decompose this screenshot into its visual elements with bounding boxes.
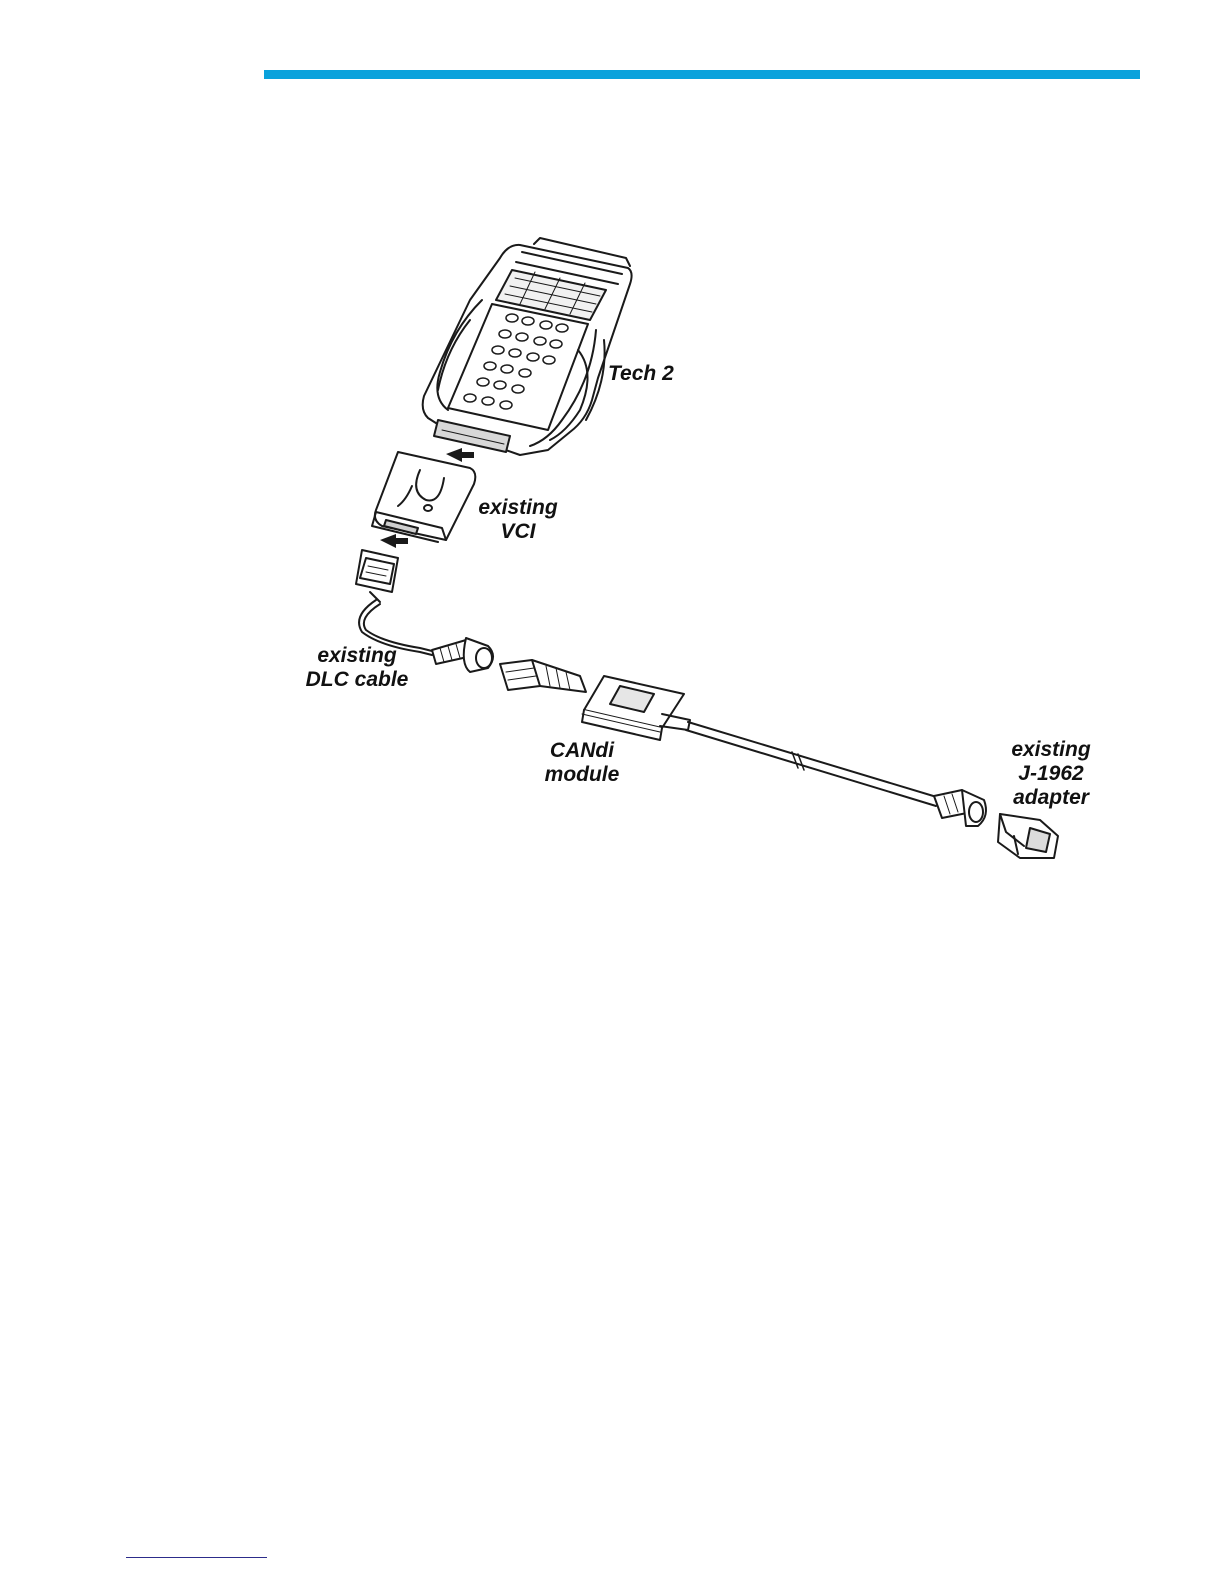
label-existing-j1962-adapter: existing J-1962 adapter <box>1004 738 1098 810</box>
footnote-separator <box>126 1557 267 1558</box>
tech2-device-illustration <box>423 238 632 455</box>
j1962-adapter-illustration <box>998 814 1058 858</box>
label-tech2: Tech 2 <box>608 362 674 386</box>
label-existing-dlc-cable: existing DLC cable <box>300 644 414 692</box>
label-candi-module: CANdi module <box>536 739 628 787</box>
label-existing-vci: existing VCI <box>470 496 566 544</box>
arrow-vci-to-tech2 <box>446 448 474 462</box>
vci-module-illustration <box>372 452 475 542</box>
arrow-dlc-to-vci <box>380 534 408 548</box>
